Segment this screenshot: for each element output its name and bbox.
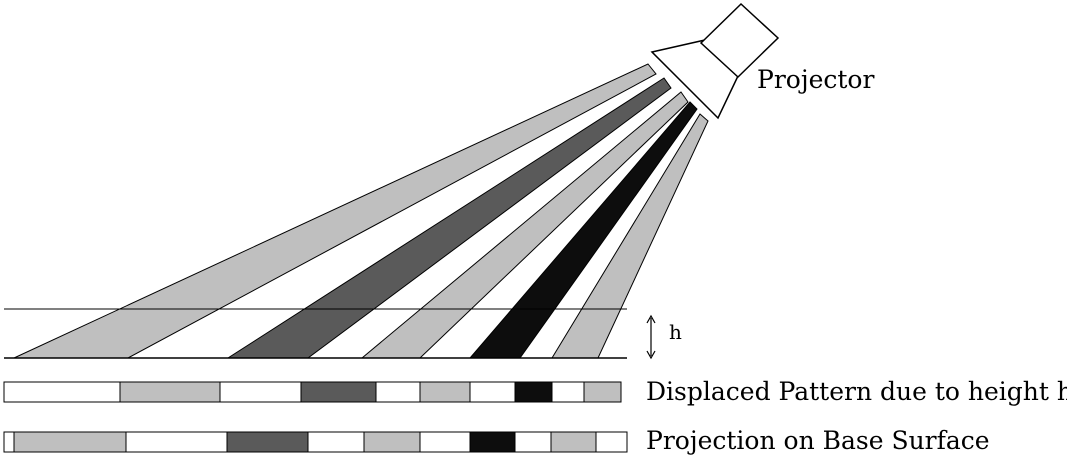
base-projection-segment xyxy=(3,431,15,453)
projector-body xyxy=(699,2,780,79)
displaced-pattern-segment xyxy=(469,381,516,403)
base-projection-segment xyxy=(514,431,552,453)
height-arrow xyxy=(646,314,656,360)
height-label: h xyxy=(669,320,682,344)
displaced-pattern-segment xyxy=(375,381,421,403)
displaced-pattern-bar xyxy=(3,381,622,403)
base-projection-segment xyxy=(550,431,597,453)
base-projection-segment xyxy=(226,431,309,453)
displaced-pattern-segment xyxy=(419,381,471,403)
base-projection-segment xyxy=(469,431,516,453)
projector-label: Projector xyxy=(757,65,874,94)
base-projection-segment xyxy=(13,431,127,453)
displaced-pattern-segment xyxy=(514,381,553,403)
projector xyxy=(650,2,780,120)
base-projection-segment xyxy=(363,431,421,453)
base-projection-bar xyxy=(3,431,628,453)
displaced-pattern-segment xyxy=(219,381,302,403)
displaced-pattern-segment xyxy=(119,381,221,403)
displaced-pattern-segment xyxy=(300,381,377,403)
displaced-pattern-segment xyxy=(551,381,585,403)
base-projection-label: Projection on Base Surface xyxy=(646,426,990,455)
base-projection-segment xyxy=(419,431,471,453)
displaced-pattern-label: Displaced Pattern due to height h xyxy=(646,377,1067,406)
light-stripes xyxy=(13,63,709,359)
displaced-pattern-segment xyxy=(3,381,121,403)
base-projection-segment xyxy=(125,431,228,453)
base-projection-segment xyxy=(595,431,628,453)
base-projection-segment xyxy=(307,431,365,453)
displaced-pattern-segment xyxy=(583,381,622,403)
